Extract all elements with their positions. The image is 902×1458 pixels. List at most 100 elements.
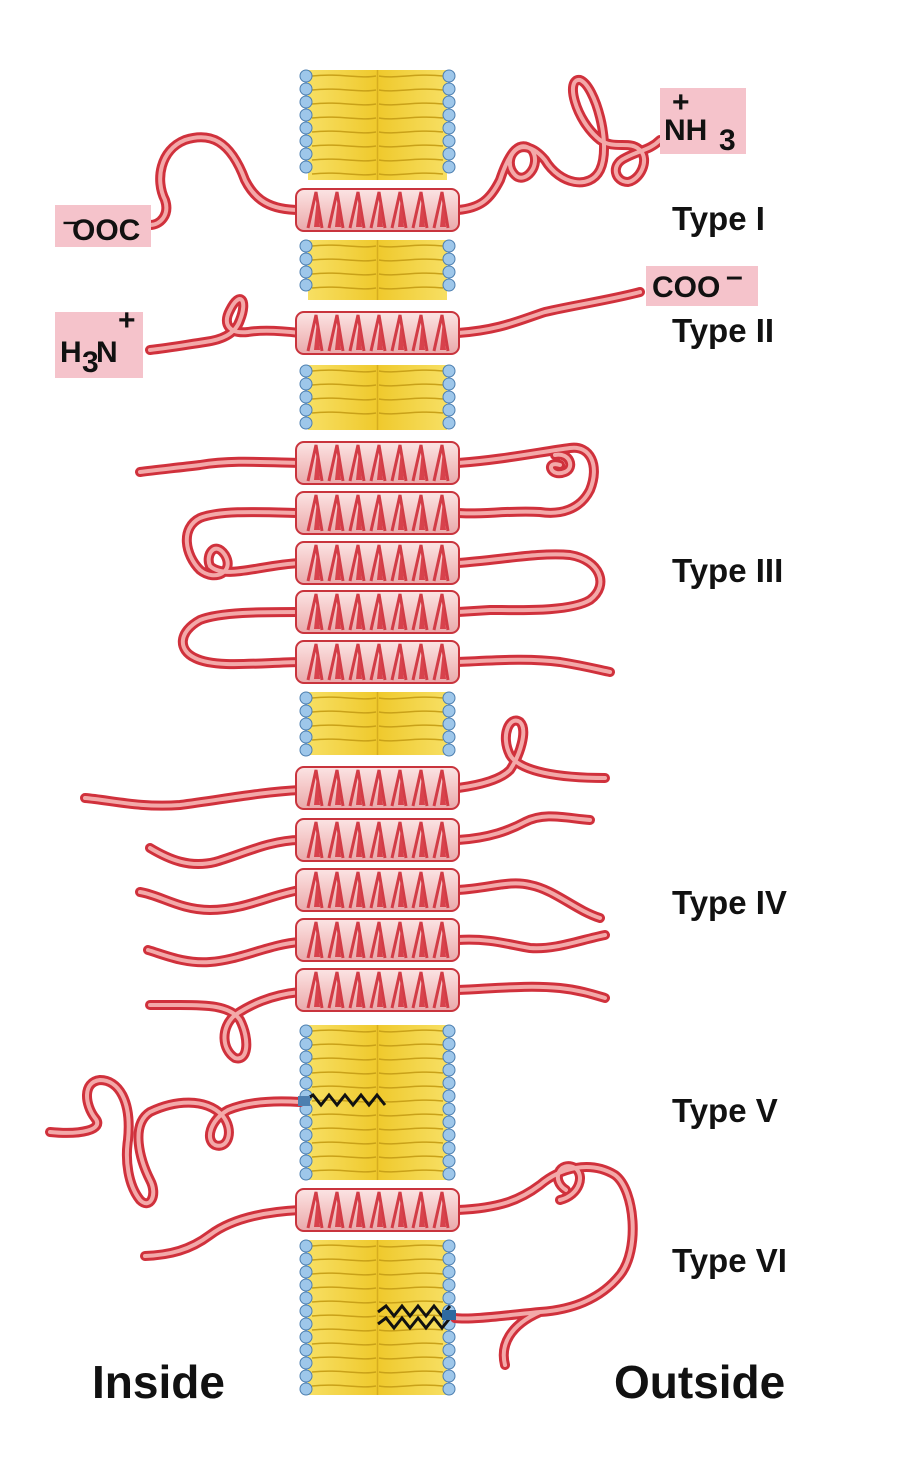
lipid-head-group [299, 704, 313, 718]
lipid-tail [378, 158, 444, 162]
helix-turn-fill [314, 827, 320, 857]
lipid-tail [311, 286, 377, 290]
lipid-head-group [442, 147, 456, 161]
lipid-tail [311, 1286, 377, 1290]
lipid-tail [311, 1258, 377, 1262]
type3-outside-tail-c-highlight [456, 657, 612, 674]
type6-outside-strand [450, 1161, 638, 1370]
helix-turn [327, 821, 345, 859]
helix-turn-fill [356, 1197, 362, 1227]
lipid-tail [378, 724, 444, 728]
lipid-head-group [442, 121, 456, 135]
type3-inside-loop-b-highlight [184, 510, 302, 578]
lipid-head-group [299, 1239, 313, 1253]
lipid-tail [311, 369, 377, 373]
helix-turn-fill [314, 599, 320, 629]
lipid-tail [311, 383, 377, 387]
helix-turn [348, 544, 366, 582]
helix-turn [327, 314, 345, 352]
type4-strand-1-out-highlight [456, 718, 607, 790]
helix-turn [369, 544, 387, 582]
helix-turn-fill [419, 775, 425, 805]
lipid-head-group [442, 265, 456, 279]
type5-inside-strand-highlight [48, 1078, 302, 1206]
alpha-helix [295, 640, 460, 684]
lipid-head-group [442, 134, 456, 148]
helix-turn [306, 544, 324, 582]
lipid-tail [311, 1244, 377, 1248]
lipid-tail [378, 411, 444, 415]
lipid-head-group [442, 416, 456, 430]
type6-lipid-anchor-2 [377, 1315, 452, 1331]
lipid-tail [311, 1071, 377, 1075]
lipid-head-group [442, 1382, 456, 1396]
polypeptide-chains [45, 75, 665, 1370]
type6-inside-strand-highlight [143, 1208, 302, 1258]
lipid-tail [378, 397, 444, 401]
lipid-head-group [299, 278, 313, 292]
lipid-head-group [299, 691, 313, 705]
lipid-tail [311, 696, 377, 700]
lipid-tail [378, 1384, 444, 1388]
alpha-helix [295, 541, 460, 585]
helix-turn [411, 593, 429, 631]
lipid-tail [378, 1071, 444, 1075]
lipid-head-group [442, 743, 456, 757]
helix-turn-fill [440, 500, 446, 530]
alpha-helix [295, 868, 460, 912]
bilayer-segment [299, 69, 456, 180]
lipid-head-group [299, 1317, 313, 1331]
plus-sign: + [672, 86, 690, 119]
helix-turn-fill [419, 197, 425, 227]
alpha-helix [295, 311, 460, 355]
type-labels: Type I Type II Type III Type IV Type V T… [672, 200, 787, 1279]
lipid-head-group [299, 743, 313, 757]
type1-outside-strand-highlight [456, 78, 662, 212]
lipid-tail [378, 369, 444, 373]
alpha-helix [295, 441, 460, 485]
helix-turn-fill [377, 977, 383, 1007]
lipid-tail [378, 1155, 444, 1159]
helix-turn-fill [335, 320, 341, 350]
helix-turn [411, 544, 429, 582]
type6-lipid-anchor-1 [377, 1303, 452, 1319]
lipid-tail [378, 1057, 444, 1061]
lipid-tail [378, 1356, 444, 1360]
lipid-head-group [299, 1343, 313, 1357]
helix-turn-fill [356, 320, 362, 350]
helix-turn-fill [419, 927, 425, 957]
bilayer-segment [299, 691, 456, 757]
helix-turn-fill [335, 977, 341, 1007]
lipid-head-group [299, 1265, 313, 1279]
bilayer-segment [299, 239, 456, 300]
helix-turn [390, 921, 408, 959]
ooc-text: OOC [72, 214, 140, 247]
lipid-head-group [299, 265, 313, 279]
minus-sign: ⁻ [62, 212, 78, 245]
helix-turn-fill [440, 320, 446, 350]
lipid-head-group [442, 1128, 456, 1142]
lipid-tail [311, 158, 377, 162]
helix-turn-fill [398, 450, 404, 480]
nh3-subscript: 3 [719, 124, 736, 157]
lipid-head-group [442, 95, 456, 109]
terminus-labels: ⁻ OOC + NH 3 + H 3 N COO – [55, 86, 758, 379]
helix-turn [369, 643, 387, 681]
lipid-head-group [442, 82, 456, 96]
helix-turn [327, 593, 345, 631]
type4-strand-2-out-highlight [456, 814, 592, 842]
lipid-tail [378, 1272, 444, 1276]
lipid-head-group [442, 1141, 456, 1155]
type4-label: Type IV [672, 884, 787, 921]
lipid-head-group [299, 147, 313, 161]
helix-turn-fill [440, 649, 446, 679]
lipid-head-group [442, 377, 456, 391]
nh-text: NH [664, 114, 707, 147]
helix-turn-fill [335, 599, 341, 629]
helix-turn-fill [419, 1197, 425, 1227]
helix-turn [327, 191, 345, 229]
lipid-tail [311, 244, 377, 248]
lipid-head-group [299, 1128, 313, 1142]
helix-turn-fill [335, 775, 341, 805]
lipid-head-group [442, 403, 456, 417]
